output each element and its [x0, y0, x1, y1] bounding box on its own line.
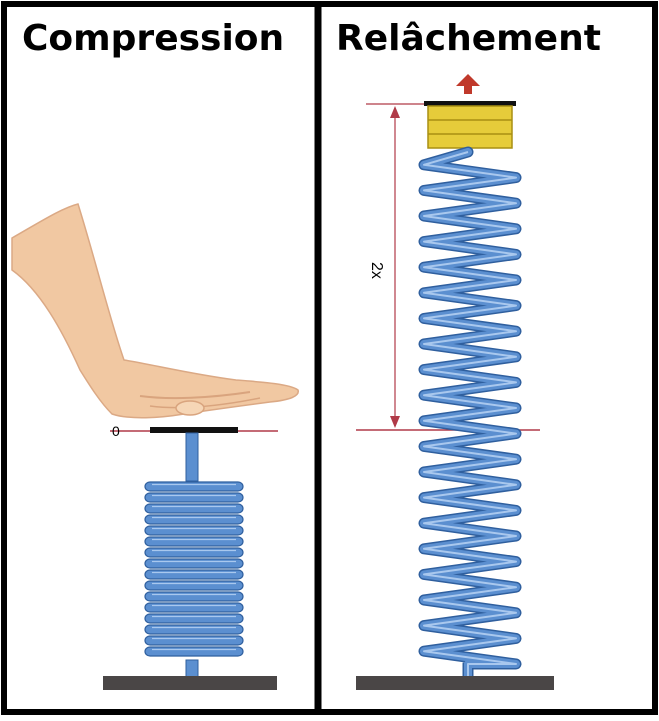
compressed-coil [144, 514, 244, 525]
dimension-arrow-icon [390, 106, 400, 428]
compressed-coil [144, 635, 244, 646]
hand-icon [11, 203, 299, 419]
spring-rod-top [185, 432, 199, 482]
compressed-coil [144, 591, 244, 602]
ground-left [103, 676, 277, 690]
displacement-label: 2x [368, 262, 385, 279]
compressed-coil [144, 558, 244, 569]
ground-right [356, 676, 554, 690]
weight-block [427, 105, 513, 149]
release-plate [424, 101, 516, 106]
compressed-spring [144, 481, 244, 657]
compressed-coil [144, 624, 244, 635]
compressed-coil [144, 481, 244, 492]
release-title: Relâchement [336, 18, 601, 59]
compression-title: Compression [22, 18, 285, 59]
compressed-coil [144, 646, 244, 657]
compression-plate [150, 427, 238, 433]
compressed-coil [144, 547, 244, 558]
extended-spring [418, 146, 522, 682]
spring-highlight [423, 151, 517, 676]
compressed-coil [144, 503, 244, 514]
compression-panel: 0 [11, 203, 299, 690]
compressed-coil [144, 580, 244, 591]
up-arrow-icon [456, 74, 480, 94]
release-panel: 2x [356, 74, 554, 690]
compressed-coil [144, 613, 244, 624]
compressed-coil [144, 492, 244, 503]
compressed-coil [144, 602, 244, 613]
compressed-coil [144, 536, 244, 547]
compressed-coil [144, 525, 244, 536]
spring-rod-bottom [185, 659, 199, 679]
compressed-coil [144, 569, 244, 580]
zero-label: 0 [112, 423, 120, 439]
